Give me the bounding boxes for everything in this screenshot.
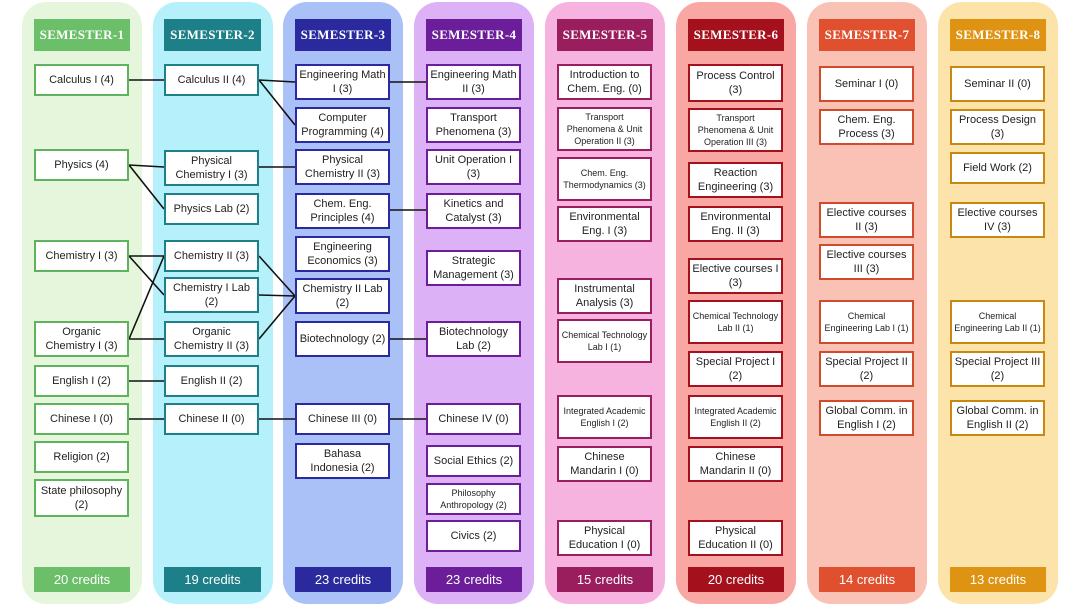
link	[258, 79, 296, 126]
semester-5-credits: 15 credits	[557, 567, 653, 592]
course-box: Global Comm. in English I (2)	[819, 400, 914, 436]
semester-3-header: SEMESTER-3	[295, 19, 391, 51]
course-box: Integrated Academic English II (2)	[688, 395, 783, 439]
course-box: Religion (2)	[34, 441, 129, 473]
course-box: Field Work (2)	[950, 152, 1045, 184]
course-box: Biotechnology (2)	[295, 321, 390, 357]
course-box: Chinese IV (0)	[426, 403, 521, 435]
course-box: Environmental Eng. II (3)	[688, 206, 783, 242]
semester-1-credits: 20 credits	[34, 567, 130, 592]
course-box: Transport Phenomena & Unit Operation II …	[557, 107, 652, 151]
link	[128, 164, 165, 168]
course-box: English II (2)	[164, 365, 259, 397]
course-box: Chinese III (0)	[295, 403, 390, 435]
link	[258, 255, 296, 297]
course-box: Chemical Engineering Lab I (1)	[819, 300, 914, 344]
semester-4-header: SEMESTER-4	[426, 19, 522, 51]
course-box: Environmental Eng. I (3)	[557, 206, 652, 242]
course-box: Chinese II (0)	[164, 403, 259, 435]
course-box: Chem. Eng. Thermodynamics (3)	[557, 157, 652, 201]
course-box: Physical Education II (0)	[688, 520, 783, 556]
course-box: English I (2)	[34, 365, 129, 397]
semester-2-header: SEMESTER-2	[164, 19, 261, 51]
course-box: Process Design (3)	[950, 109, 1045, 145]
course-box: Biotechnology Lab (2)	[426, 321, 521, 357]
course-box: Bahasa Indonesia (2)	[295, 443, 390, 479]
course-box: Special Project III (2)	[950, 351, 1045, 387]
course-box: Chemical Technology Lab I (1)	[557, 319, 652, 363]
course-box: Seminar I (0)	[819, 66, 914, 102]
course-box: Chem. Eng. Principles (4)	[295, 193, 390, 229]
course-box: State philosophy (2)	[34, 479, 129, 517]
course-box: Elective courses IV (3)	[950, 202, 1045, 238]
semester-7-credits: 14 credits	[819, 567, 915, 592]
course-box: Chem. Eng. Process (3)	[819, 109, 914, 145]
course-box: Elective courses II (3)	[819, 202, 914, 238]
course-box: Organic Chemistry II (3)	[164, 321, 259, 357]
semester-7-header: SEMESTER-7	[819, 19, 915, 51]
course-box: Chinese Mandarin II (0)	[688, 446, 783, 482]
link	[258, 294, 296, 297]
semester-6-credits: 20 credits	[688, 567, 784, 592]
course-box: Philosophy Anthropology (2)	[426, 483, 521, 515]
course-box: Chemical Technology Lab II (1)	[688, 300, 783, 344]
course-box: Chemistry I Lab (2)	[164, 277, 259, 313]
course-box: Computer Programming (4)	[295, 107, 390, 143]
course-box: Physical Education I (0)	[557, 520, 652, 556]
course-box: Chinese I (0)	[34, 403, 129, 435]
semester-8-credits: 13 credits	[950, 567, 1046, 592]
course-box: Seminar II (0)	[950, 66, 1045, 102]
course-box: Physics Lab (2)	[164, 193, 259, 225]
course-box: Introduction to Chem. Eng. (0)	[557, 64, 652, 100]
course-box: Engineering Economics (3)	[295, 236, 390, 272]
course-box: Elective courses III (3)	[819, 244, 914, 280]
course-box: Kinetics and Catalyst (3)	[426, 193, 521, 229]
course-box: Special Project II (2)	[819, 351, 914, 387]
link	[128, 255, 165, 340]
course-box: Chinese Mandarin I (0)	[557, 446, 652, 482]
course-box: Engineering Math II (3)	[426, 64, 521, 100]
course-box: Transport Phenomena & Unit Operation III…	[688, 108, 783, 152]
course-box: Process Control (3)	[688, 64, 783, 102]
link	[258, 79, 296, 83]
link	[258, 295, 296, 340]
link	[128, 164, 165, 210]
course-box: Special Project I (2)	[688, 351, 783, 387]
semester-8-header: SEMESTER-8	[950, 19, 1046, 51]
course-box: Global Comm. in English II (2)	[950, 400, 1045, 436]
course-box: Chemistry I (3)	[34, 240, 129, 272]
course-box: Chemical Engineering Lab II (1)	[950, 300, 1045, 344]
semester-6-header: SEMESTER-6	[688, 19, 784, 51]
course-box: Transport Phenomena (3)	[426, 107, 521, 143]
course-box: Calculus I (4)	[34, 64, 129, 96]
course-box: Social Ethics (2)	[426, 445, 521, 477]
link	[128, 255, 165, 296]
course-box: Engineering Math I (3)	[295, 64, 390, 100]
course-box: Instrumental Analysis (3)	[557, 278, 652, 314]
course-box: Elective courses I (3)	[688, 258, 783, 294]
course-box: Integrated Academic English I (2)	[557, 395, 652, 439]
course-box: Strategic Management (3)	[426, 250, 521, 286]
course-box: Physical Chemistry I (3)	[164, 150, 259, 186]
course-box: Physics (4)	[34, 149, 129, 181]
course-box: Organic Chemistry I (3)	[34, 321, 129, 357]
semester-1-header: SEMESTER-1	[34, 19, 130, 51]
semester-3-credits: 23 credits	[295, 567, 391, 592]
course-box: Calculus II (4)	[164, 64, 259, 96]
course-box: Unit Operation I (3)	[426, 149, 521, 185]
semester-4-credits: 23 credits	[426, 567, 522, 592]
course-box: Chemistry II (3)	[164, 240, 259, 272]
semester-2-credits: 19 credits	[164, 567, 261, 592]
course-box: Reaction Engineering (3)	[688, 162, 783, 198]
semester-5-header: SEMESTER-5	[557, 19, 653, 51]
course-box: Chemistry II Lab (2)	[295, 278, 390, 314]
course-box: Physical Chemistry II (3)	[295, 149, 390, 185]
course-box: Civics (2)	[426, 520, 521, 552]
